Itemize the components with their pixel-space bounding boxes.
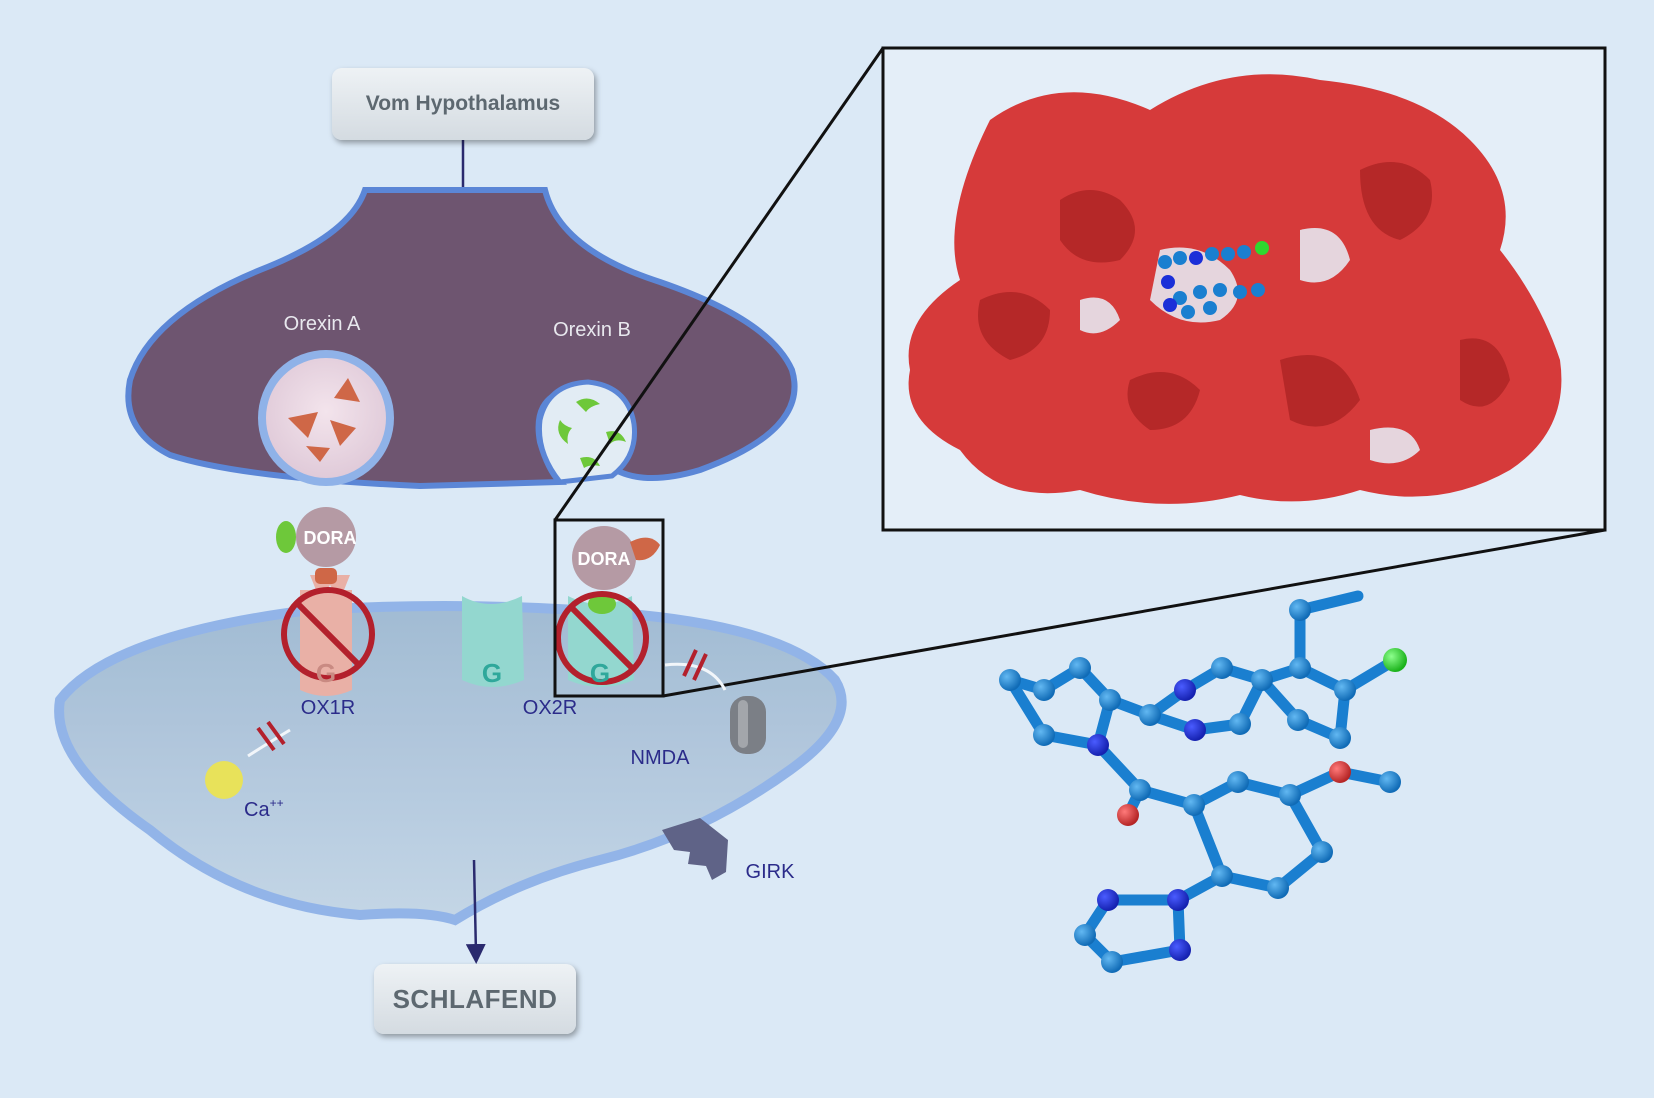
ox1r-label: OX1R — [301, 697, 355, 719]
ligand-in-pocket — [1158, 241, 1269, 319]
orexin-a-bound-right — [630, 537, 660, 561]
zoom-line-bottom — [662, 528, 1606, 698]
orexin-b-vesicle — [536, 379, 638, 485]
calcium-symbol: Ca — [244, 799, 270, 821]
calcium-label: Ca++ — [244, 796, 284, 821]
inhibition-mark-nmda — [682, 649, 708, 681]
orexin-a-molecules — [288, 378, 360, 462]
dora-left — [296, 507, 356, 567]
girk-label: GIRK — [746, 861, 796, 883]
orexin-b-bound-right — [588, 594, 616, 614]
inhibition-sign-right — [555, 591, 649, 685]
girk-channel — [662, 818, 728, 880]
orexin-a-vesicle — [258, 350, 394, 486]
inhibition-sign-left — [281, 587, 375, 681]
ox1r-binding-site — [315, 568, 337, 584]
schlafend-label: SCHLAFEND — [392, 983, 558, 1014]
zoom-source-box — [553, 518, 665, 698]
inhibition-mark-calcium — [256, 720, 286, 752]
g-protein-middle-label: G — [482, 658, 502, 688]
g-protein-left-label: G — [316, 658, 336, 688]
nmda-pathway — [664, 662, 727, 691]
nmda-label: NMDA — [631, 747, 691, 769]
dora-right — [572, 526, 636, 590]
schlafend-box: SCHLAFEND — [374, 964, 576, 1034]
calcium-pathway — [247, 728, 291, 758]
orexin-a-label: Orexin A — [284, 313, 361, 335]
calcium-charge: ++ — [270, 796, 284, 810]
hypothalamus-label: Vom Hypothalamus — [365, 92, 561, 115]
arrow-to-schlafend — [465, 859, 486, 964]
calcium-ion — [205, 761, 243, 799]
orexin-b-label: Orexin B — [553, 319, 631, 341]
g-protein-right-label: G — [590, 658, 610, 688]
dora-right-label: DORA — [578, 549, 631, 569]
ox2r-label: OX2R — [523, 697, 577, 719]
dora-molecule-model — [999, 590, 1407, 973]
zoom-line-top — [553, 47, 885, 521]
orexin-b-bound-left — [276, 521, 296, 553]
ox2r-g-protein-middle — [462, 596, 524, 687]
postsynaptic-terminal — [54, 601, 847, 926]
dora-left-label: DORA — [304, 528, 357, 548]
presynaptic-terminal — [125, 187, 798, 490]
hypothalamus-box: Vom Hypothalamus — [332, 68, 594, 140]
